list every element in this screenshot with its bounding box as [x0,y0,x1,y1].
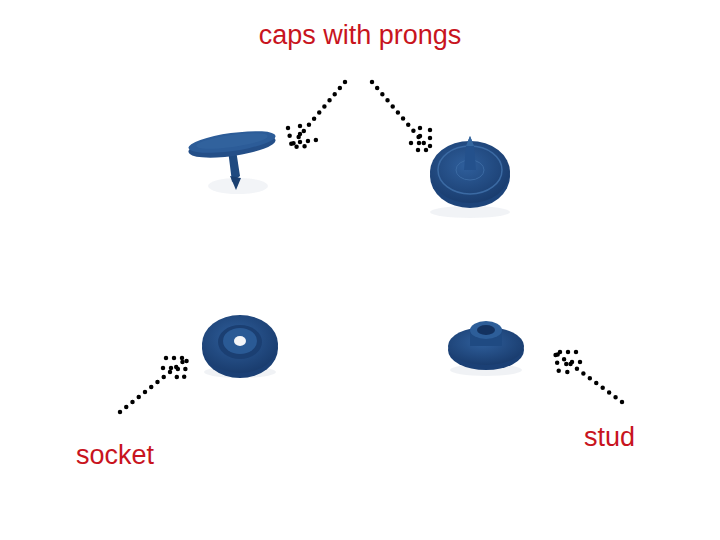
dotted-arrow [120,82,622,412]
stud-piece [448,321,524,376]
socket-piece [202,315,278,378]
part-label: socket [76,440,154,471]
cap-side-view [187,127,277,194]
part-label: caps with prongs [259,20,462,51]
part-label: stud [584,422,635,453]
cap-face-view [430,136,510,218]
